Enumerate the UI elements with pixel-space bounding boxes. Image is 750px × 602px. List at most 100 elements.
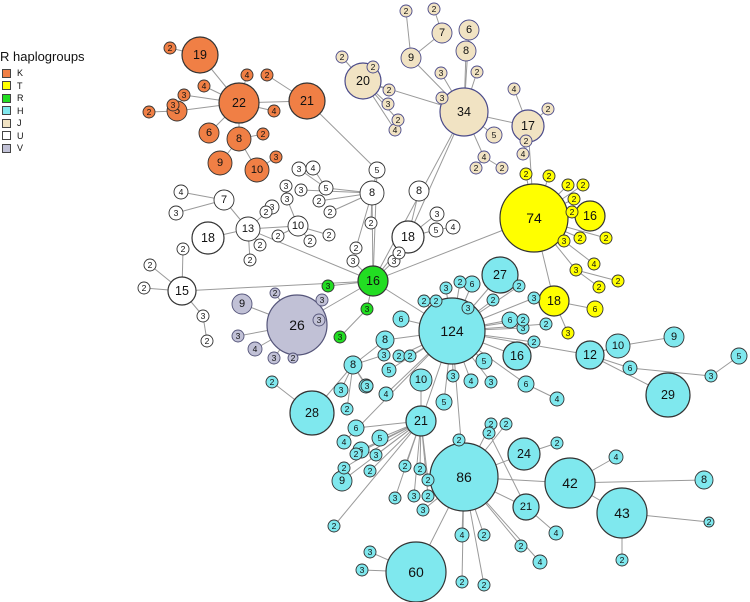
node-r3c: 3 bbox=[333, 330, 347, 344]
node-u3a: 3 bbox=[168, 205, 184, 221]
node-circle bbox=[512, 279, 526, 293]
node-t2i: 2 bbox=[592, 280, 606, 294]
node-t3b: 3 bbox=[569, 263, 583, 277]
node-t16: 16 bbox=[574, 200, 606, 232]
node-u2e: 2 bbox=[253, 238, 267, 252]
node-label: 2 bbox=[597, 282, 602, 292]
node-circle bbox=[549, 391, 565, 407]
node-circle bbox=[703, 516, 715, 528]
node-circle bbox=[323, 205, 337, 219]
node-circle bbox=[213, 189, 235, 211]
node-label: 3 bbox=[574, 265, 579, 275]
node-circle bbox=[495, 161, 509, 175]
node-circle bbox=[475, 352, 493, 370]
node-label: 2 bbox=[434, 296, 439, 306]
node-h2g: 2 bbox=[477, 578, 491, 592]
node-label: 3 bbox=[386, 99, 391, 109]
node-circle bbox=[271, 229, 285, 243]
node-label: 2 bbox=[546, 104, 551, 114]
node-h4g: 4 bbox=[532, 554, 548, 570]
node-h10a: 10 bbox=[605, 333, 631, 359]
node-circle bbox=[256, 127, 270, 141]
node-label: 2 bbox=[408, 351, 413, 361]
node-label: 2 bbox=[387, 85, 392, 95]
node-h5e: 5 bbox=[730, 347, 748, 365]
node-circle bbox=[347, 419, 365, 437]
node-circle bbox=[405, 405, 437, 437]
node-label: 10 bbox=[251, 164, 263, 176]
node-h4h: 4 bbox=[463, 373, 479, 389]
node-h2r: 2 bbox=[527, 335, 541, 349]
node-label: 3 bbox=[421, 505, 426, 515]
node-h3i: 3 bbox=[439, 281, 453, 295]
node-label: 2 bbox=[342, 463, 347, 473]
node-j9: 9 bbox=[400, 47, 422, 69]
node-label: 34 bbox=[457, 105, 471, 119]
node-h28: 28 bbox=[289, 390, 335, 436]
node-label: 3 bbox=[317, 315, 322, 325]
node-j2j: 2 bbox=[391, 113, 405, 127]
node-circle bbox=[477, 528, 491, 542]
node-label: 26 bbox=[289, 317, 305, 333]
legend-item-v: V bbox=[0, 142, 110, 155]
node-label: 3 bbox=[338, 332, 343, 342]
node-circle bbox=[287, 215, 309, 237]
node-label: 74 bbox=[526, 210, 542, 226]
node-h2e: 2 bbox=[452, 433, 466, 447]
node-circle bbox=[416, 503, 430, 517]
node-h2t: 2 bbox=[429, 294, 443, 308]
node-label: 4 bbox=[451, 222, 456, 232]
node-circle bbox=[391, 113, 405, 127]
node-label: 8 bbox=[236, 133, 242, 145]
node-circle bbox=[366, 60, 380, 74]
node-label: 18 bbox=[547, 294, 561, 308]
node-label: 3 bbox=[451, 371, 456, 381]
node-t2g: 2 bbox=[573, 231, 587, 245]
node-label: 4 bbox=[469, 376, 474, 386]
node-circle bbox=[336, 434, 352, 450]
node-circle bbox=[477, 578, 491, 592]
node-circle bbox=[592, 280, 606, 294]
node-circle bbox=[413, 462, 427, 476]
node-h2ae: 2 bbox=[482, 426, 496, 440]
node-k4c: 4 bbox=[267, 104, 281, 118]
node-label: 2 bbox=[566, 180, 571, 190]
node-label: 6 bbox=[508, 315, 513, 325]
node-label: 9 bbox=[239, 298, 245, 310]
node-label: 3 bbox=[489, 377, 494, 387]
node-h2ab: 2 bbox=[363, 464, 377, 478]
node-j4c: 4 bbox=[477, 150, 491, 164]
node-label: 5 bbox=[442, 397, 447, 407]
node-u2g: 2 bbox=[259, 205, 273, 219]
node-circle bbox=[269, 150, 283, 164]
node-label: 2 bbox=[581, 180, 586, 190]
node-h3c: 3 bbox=[369, 448, 383, 462]
node-h4b: 4 bbox=[378, 386, 394, 402]
legend-item-u: U bbox=[0, 130, 110, 143]
node-t2d: 2 bbox=[567, 192, 581, 206]
node-circle bbox=[243, 253, 257, 267]
node-j2b: 2 bbox=[427, 2, 441, 16]
node-k4b: 4 bbox=[240, 68, 254, 82]
node-label: 18 bbox=[201, 231, 215, 245]
node-j2a: 2 bbox=[399, 4, 413, 18]
node-h8c: 8 bbox=[694, 470, 714, 490]
node-label: 3 bbox=[566, 328, 571, 338]
node-circle bbox=[418, 297, 486, 365]
node-circle bbox=[454, 527, 470, 543]
node-circle bbox=[359, 180, 385, 206]
node-label: 2 bbox=[504, 419, 509, 429]
node-circle bbox=[499, 183, 569, 253]
node-label: 3 bbox=[270, 202, 275, 212]
node-label: 6 bbox=[524, 379, 529, 389]
node-circle bbox=[267, 104, 281, 118]
node-label: 2 bbox=[147, 107, 152, 117]
node-label: 7 bbox=[221, 194, 227, 206]
node-j2h: 2 bbox=[495, 161, 509, 175]
node-h3f: 3 bbox=[377, 348, 391, 362]
node-label: 3 bbox=[201, 311, 206, 321]
node-label: 43 bbox=[614, 505, 630, 521]
node-h2x: 2 bbox=[337, 461, 351, 475]
legend-item-t: T bbox=[0, 80, 110, 93]
